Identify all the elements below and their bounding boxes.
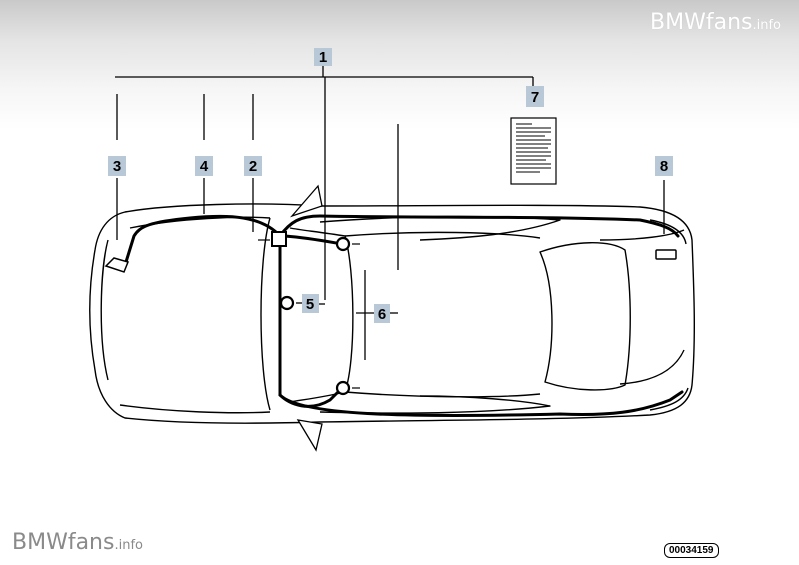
callout-8: 8 [655,156,673,176]
leader-lines [115,66,665,360]
callout-2-label: 2 [249,158,257,175]
callout-5-label: 5 [306,296,314,313]
callout-4: 4 [195,156,213,176]
callout-4-label: 4 [200,158,209,175]
callout-7-label: 7 [531,89,539,106]
callout-2: 2 [244,156,262,176]
callout-1-label: 1 [319,49,327,66]
callout-5: 5 [302,294,319,313]
rear-component [655,249,677,260]
central-control-unit [271,231,287,247]
callout-6-label: 6 [378,306,386,323]
speaker-circles [279,236,351,396]
watermark-bottom: BMWfans.info [12,530,143,555]
callout-8-label: 8 [660,158,668,175]
watermark-bottom-suffix: .info [114,538,143,553]
watermark-bottom-brand: BMWfans [12,530,115,555]
callout-7: 7 [526,86,544,107]
wiring-harness [110,214,684,418]
callout-3: 3 [108,156,126,176]
document-icon [510,117,557,185]
callout-3-label: 3 [113,158,121,175]
watermark-top: BMWfans.info [650,10,781,35]
image-code-badge: 00034159 [664,543,719,558]
front-connector [104,257,130,273]
watermark-brand: BMWfans [650,10,753,35]
callout-1: 1 [314,48,332,66]
callout-6: 6 [374,304,390,323]
side-mirrors [289,184,323,452]
watermark-suffix: .info [752,18,781,33]
